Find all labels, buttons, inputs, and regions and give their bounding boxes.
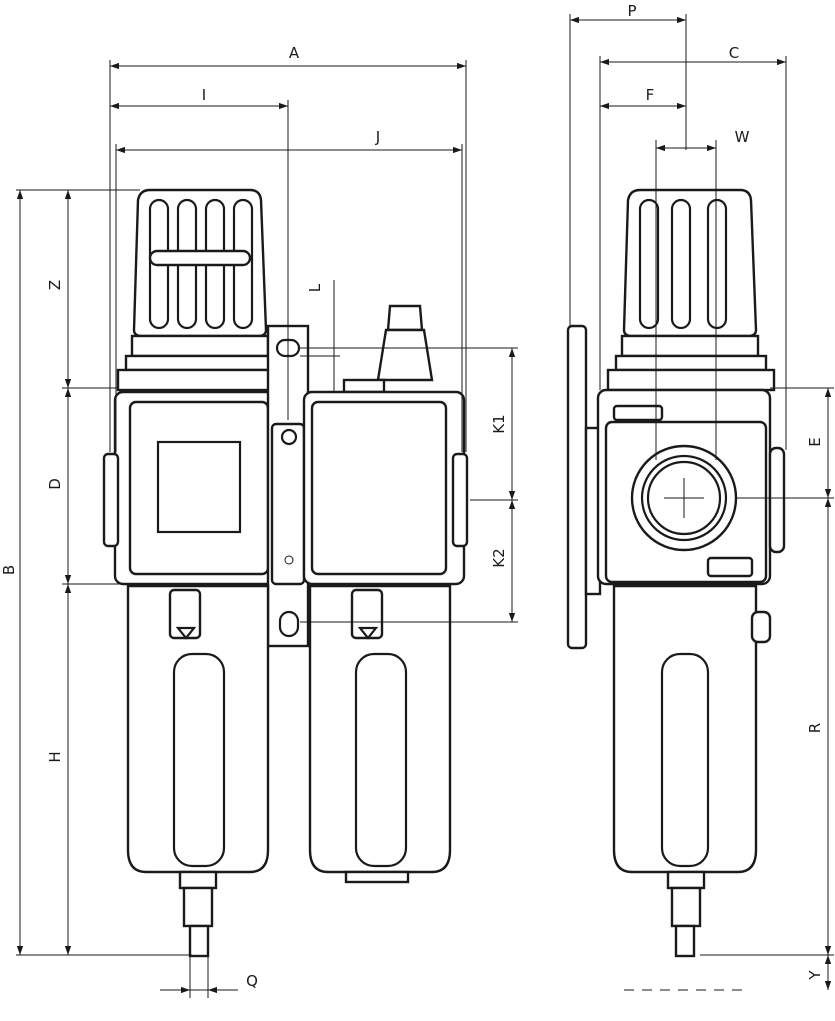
side-view <box>566 188 786 958</box>
dim-label-r: R <box>806 723 824 733</box>
dim-label-h: H <box>46 751 64 762</box>
side-body <box>596 388 786 586</box>
regulator-body <box>102 390 285 586</box>
dim-label-k2: K2 <box>490 548 508 567</box>
dim-label-q: Q <box>246 972 258 990</box>
dim-label-c: C <box>729 44 739 62</box>
dim-label-e: E <box>806 437 824 446</box>
front-view <box>102 188 469 958</box>
dim-label-a: A <box>289 44 300 62</box>
side-regulator-knob <box>606 188 776 392</box>
side-bowl <box>612 584 772 958</box>
dim-label-l: L <box>306 283 324 292</box>
regulator-knob <box>116 188 286 392</box>
dim-label-b: B <box>0 565 18 575</box>
dimension-lines <box>16 16 832 994</box>
dim-label-d: D <box>46 478 64 490</box>
side-mounting-plate <box>566 324 602 650</box>
dimension-labels: A I J L Z D H B K1 K2 Q P C F W E R Y <box>0 2 824 990</box>
dim-label-z: Z <box>46 280 64 290</box>
lubricator-body <box>302 390 469 586</box>
dim-label-p: P <box>627 2 636 20</box>
dim-label-f: F <box>646 86 655 104</box>
dim-label-k1: K1 <box>490 414 508 433</box>
dim-label-y: Y <box>806 970 824 981</box>
filter-bowl <box>126 584 270 958</box>
lubricator-bowl <box>308 584 452 884</box>
dim-label-w: W <box>735 128 750 146</box>
dim-label-i: I <box>202 86 206 104</box>
extension-lines <box>16 14 834 998</box>
dim-label-j: J <box>375 128 380 146</box>
lubricator-fill-cap <box>342 304 434 394</box>
